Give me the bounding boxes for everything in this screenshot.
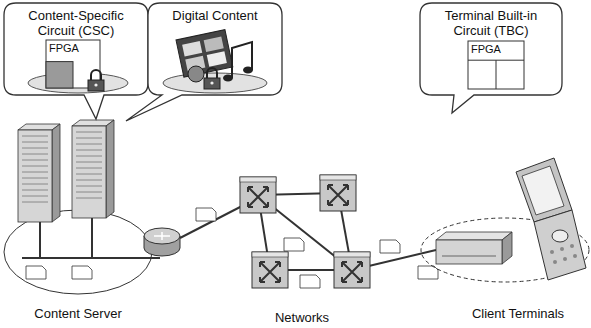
media-icon (176, 30, 233, 78)
callout-bubble: Content-Specific Circuit (CSC) FPGA (4, 3, 148, 95)
area-label: Networks (275, 310, 329, 325)
lock-icon (204, 68, 220, 89)
music-notes (188, 42, 253, 82)
callout-title: Digital Content (148, 3, 282, 23)
chip-label: FPGA (468, 41, 524, 55)
fpga-chip: FPGA (468, 41, 524, 89)
area-label: Content Server (34, 306, 121, 321)
chip-label: FPGA (46, 40, 100, 54)
callout-title: Terminal Built-in Circuit (TBC) (420, 3, 562, 38)
lock-icon (88, 70, 104, 91)
callout-title: Content-Specific Circuit (CSC) (4, 3, 148, 38)
area-label: Client Terminals (472, 306, 564, 321)
callout-bubble: Terminal Built-in Circuit (TBC) FPGA (420, 3, 562, 95)
